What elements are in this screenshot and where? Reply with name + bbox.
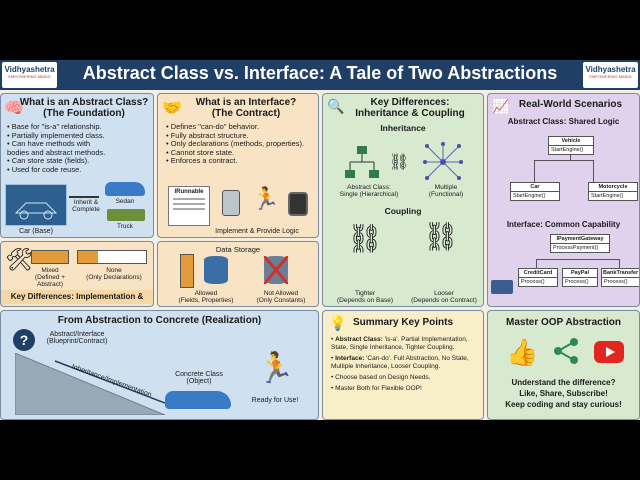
question-icon: ?: [13, 329, 35, 351]
realworld-title: Real-World Scenarios: [518, 99, 623, 110]
interface-panel: 🤝 What is an Interface? (The Contract) D…: [157, 93, 319, 238]
bar-icon: [180, 254, 194, 288]
interface-bullets: Defines "can-do" behavior. Fully abstrac…: [166, 122, 318, 166]
implement-caption: Implement & Provide Logic: [215, 228, 299, 235]
inheritance-heading: Inheritance: [380, 123, 426, 133]
sedan-label: Sedan: [115, 198, 135, 205]
runner-icon-2: 🏃: [257, 352, 295, 385]
coupling-heading: Coupling: [384, 206, 422, 216]
uml-connector-2: [536, 259, 620, 268]
abstract-bullets: Base for "is-a" relationship. Partially …: [7, 122, 107, 174]
uml-connector-stem: [570, 154, 571, 161]
sedan-car-icon: [105, 182, 145, 196]
youtube-icon[interactable]: [594, 341, 624, 363]
irunnable-badge: IRunnable: [168, 186, 210, 226]
smartwatch-icon: [288, 192, 308, 216]
thumbs-up-icon[interactable]: 👍: [506, 337, 539, 367]
lightbulb-icon: 💡: [329, 315, 347, 331]
not-allowed-label: Not Allowed (Only Constants): [256, 290, 306, 304]
realization-panel: From Abstraction to Concrete (Realizatio…: [0, 310, 319, 420]
runner-icon: 🏃: [252, 186, 280, 211]
master-line-2: Like, Share, Subscribe!: [519, 389, 608, 398]
abstract-heading: Abstract Class: Shared Logic: [507, 117, 620, 126]
master-panel: Master OOP Abstraction 👍 Understand the …: [487, 310, 640, 420]
differences-panel: 🔍 Key Differences: Inheritance & Couplin…: [322, 93, 484, 307]
chart-growth-icon: 📈: [492, 98, 510, 114]
abstract-title: What is an Abstract Class?: [19, 97, 149, 108]
truck-icon: [107, 209, 145, 221]
magnifier-icon: 🔍: [327, 98, 345, 114]
realworld-panel: 📈 Real-World Scenarios Abstract Class: S…: [487, 93, 640, 307]
mixed-label: Mixed (Defined + Abstract): [34, 267, 66, 288]
concrete-car-icon: [165, 391, 231, 409]
single-label: Abstract Class: Single (Hierarchical): [339, 184, 399, 198]
multiple-label: Multiple (Functional): [428, 184, 464, 198]
mixed-bar: [31, 250, 69, 264]
loose-chain-icon: ⛓: [423, 221, 459, 252]
implementation-panel: 🛠 Mixed (Defined + Abstract) None (Only …: [0, 241, 154, 307]
tight-chain-icon: ⛓: [347, 223, 383, 254]
share-icon[interactable]: [552, 337, 580, 365]
page-title: Abstract Class vs. Interface: A Tale of …: [82, 63, 558, 83]
hierarchy-icon: [343, 146, 383, 180]
master-line-1: Understand the difference?: [511, 378, 616, 387]
abstract-realization-label: Abstract/Interface (Blueprint/Contract): [46, 331, 108, 345]
summary-panel: 💡 Summary Key Points Abstract Class: 'is…: [322, 310, 484, 420]
robot-icon: [222, 190, 240, 216]
tools-icon: 🛠: [5, 247, 33, 272]
interface-title: What is an Interface?: [195, 97, 297, 108]
network-icon: [423, 142, 463, 182]
summary-title: Summary Key Points: [352, 317, 454, 328]
master-title: Master OOP Abstraction: [505, 317, 622, 328]
storage-title: Data Storage: [215, 245, 261, 254]
tighter-label: Tighter (Depends on Base): [336, 290, 393, 304]
card-icon: [491, 280, 513, 294]
crossed-database-icon: [264, 256, 288, 284]
brain-icon: 🧠: [4, 100, 24, 117]
interface-subtitle: (The Contract): [211, 108, 281, 119]
allowed-label: Allowed (Fields, Properties): [178, 290, 234, 304]
database-icon: [204, 256, 228, 284]
master-line-3: Keep coding and stay curious!: [505, 400, 622, 409]
ready-label: Ready for Use!: [251, 397, 299, 404]
handshake-icon: 🤝: [162, 100, 182, 117]
abstract-subtitle: (The Foundation): [43, 108, 125, 119]
interface-heading: Interface: Common Capability: [506, 220, 621, 229]
realization-title: From Abstraction to Concrete (Realizatio…: [57, 315, 262, 326]
differences-title: Key Differences: Inheritance & Coupling: [355, 97, 465, 119]
car-base-label: Car (Base): [19, 228, 53, 235]
blueprint-icon: [5, 184, 67, 226]
storage-panel: Data Storage Allowed (Fields, Properties…: [157, 241, 319, 307]
concrete-label: Concrete Class (Object): [175, 371, 223, 385]
inherit-label: Inherit & Complete: [72, 199, 100, 213]
uml-connector: [534, 160, 594, 182]
looser-label: Looser (Depends on Contract): [411, 290, 477, 304]
truck-label: Truck: [116, 223, 133, 230]
abstract-class-panel: 🧠 What is an Abstract Class? (The Founda…: [0, 93, 154, 238]
arrow-icon: [69, 196, 99, 198]
none-label: None (Only Declarations): [86, 267, 142, 281]
impl-footer: Key Differences: Implementation & State: [1, 290, 153, 304]
none-bar: [77, 250, 147, 264]
chain-icon: ⛓: [389, 154, 410, 171]
ramp-shape: [14, 352, 166, 416]
summary-list: Abstract Class: 'is-a'. Partial Implemen…: [331, 336, 479, 393]
